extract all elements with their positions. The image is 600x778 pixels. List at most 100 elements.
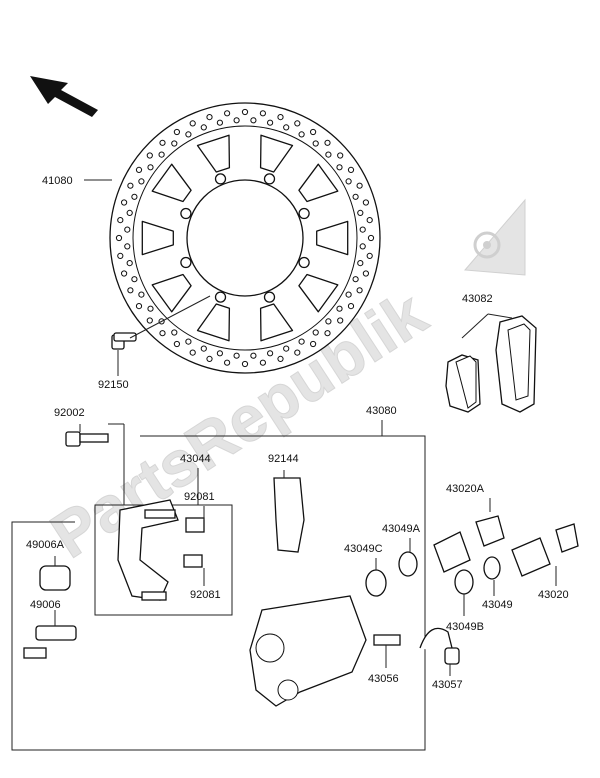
disc-bolt-hole (263, 173, 276, 185)
disc-hole (131, 193, 138, 200)
disc-cutout (298, 273, 339, 313)
disc-hole (357, 209, 364, 216)
front-direction-arrow-icon (30, 76, 98, 117)
label-43057: 43057 (432, 679, 463, 691)
label-49006a: 49006A (26, 539, 65, 551)
disc-hole (173, 340, 180, 348)
disc-hole (283, 345, 290, 352)
disc-bolt-hole (298, 207, 310, 220)
label-43080: 43080 (366, 405, 397, 417)
disc-hole (294, 120, 301, 127)
disc-hole (146, 317, 153, 324)
disc-hole (189, 349, 196, 356)
disc-bolt-hole (263, 291, 276, 303)
caliper-body (249, 595, 367, 707)
disc-hole (259, 359, 266, 366)
label-92002: 92002 (54, 407, 85, 419)
disc-hole (233, 352, 240, 359)
disc-hole (171, 329, 178, 336)
disc-bolt-hole (298, 256, 310, 269)
disc-cutout (259, 134, 294, 173)
disc-hole (277, 114, 284, 121)
disc-hole (267, 119, 274, 126)
disc-hole (267, 350, 274, 357)
label-43020a: 43020A (446, 483, 485, 495)
disc-hole (121, 199, 128, 206)
label-43044: 43044 (180, 453, 211, 465)
disc-hole (138, 178, 145, 185)
disc-hole (259, 110, 266, 117)
disc-hole (146, 152, 153, 159)
disc-hole (216, 119, 223, 126)
disc-hole (189, 120, 196, 127)
disc-hole (159, 330, 166, 337)
disc-hole (325, 318, 332, 325)
disc-hole (310, 340, 317, 348)
pin-boots (23, 565, 77, 659)
label-43049b: 43049B (446, 621, 484, 633)
disc-hole (147, 305, 154, 312)
disc-bolt-hole (214, 173, 227, 185)
label-92150: 92150 (98, 379, 129, 391)
disc-hole (362, 270, 369, 277)
disc-cutout (196, 134, 231, 173)
disc-bolt (111, 295, 211, 350)
disc-hole (200, 124, 207, 131)
disc-hole (138, 291, 145, 298)
leader-lines (54, 179, 557, 676)
label-43020: 43020 (538, 589, 569, 601)
disc-hole (356, 287, 363, 294)
disc-hole (206, 355, 213, 362)
disc-hole (147, 164, 154, 171)
part-labels: 41080 92150 43082 92002 43080 43044 9214… (26, 175, 569, 691)
disc-hole (224, 359, 231, 366)
disc-hole (159, 139, 166, 146)
disc-hole (359, 226, 366, 233)
disc-hole (277, 355, 284, 362)
disc-bolt-hole (180, 207, 192, 220)
disc-cutout (259, 303, 294, 342)
disc-hole (126, 260, 133, 267)
disc-hole (362, 199, 369, 206)
disc-hole (324, 139, 331, 146)
disc-cutout (141, 220, 174, 256)
disc-hole (324, 330, 331, 337)
brake-pads (445, 315, 537, 413)
disc-hole (224, 110, 231, 117)
disc-hole (352, 276, 359, 283)
bleeder-valve (373, 634, 401, 646)
disc-hole (310, 128, 317, 136)
gear-logo-icon (463, 198, 526, 276)
disc-hole (345, 291, 352, 298)
disc-hole (347, 166, 355, 173)
disc-hole (367, 234, 375, 242)
disc-hole (127, 287, 134, 294)
pin-bolt (65, 431, 109, 447)
label-92081-upper: 92081 (184, 491, 215, 503)
disc-bolt-hole (180, 256, 192, 269)
disc-hole (336, 164, 343, 171)
disc-hole (171, 140, 178, 147)
disc-hole (250, 352, 257, 359)
disc-hole (352, 193, 359, 200)
disc-hole (117, 217, 124, 224)
disc-hole (294, 349, 301, 356)
disc-hole (233, 117, 240, 124)
label-43049: 43049 (482, 599, 513, 611)
label-43056: 43056 (368, 673, 399, 685)
disc-hole (312, 140, 319, 147)
bleeder-cap (419, 627, 460, 665)
disc-hole (135, 166, 143, 173)
caliper-bracket (117, 499, 179, 601)
disc-hole (124, 226, 131, 233)
pad-spring (273, 477, 305, 553)
disc-hole (206, 114, 213, 121)
disc-hole (216, 350, 223, 357)
disc-hole (241, 360, 249, 368)
disc-hole (298, 131, 305, 138)
disc-cutout (298, 163, 339, 203)
disc-hole (337, 152, 344, 159)
disc-hole (298, 338, 305, 345)
disc-cutout (151, 163, 192, 203)
